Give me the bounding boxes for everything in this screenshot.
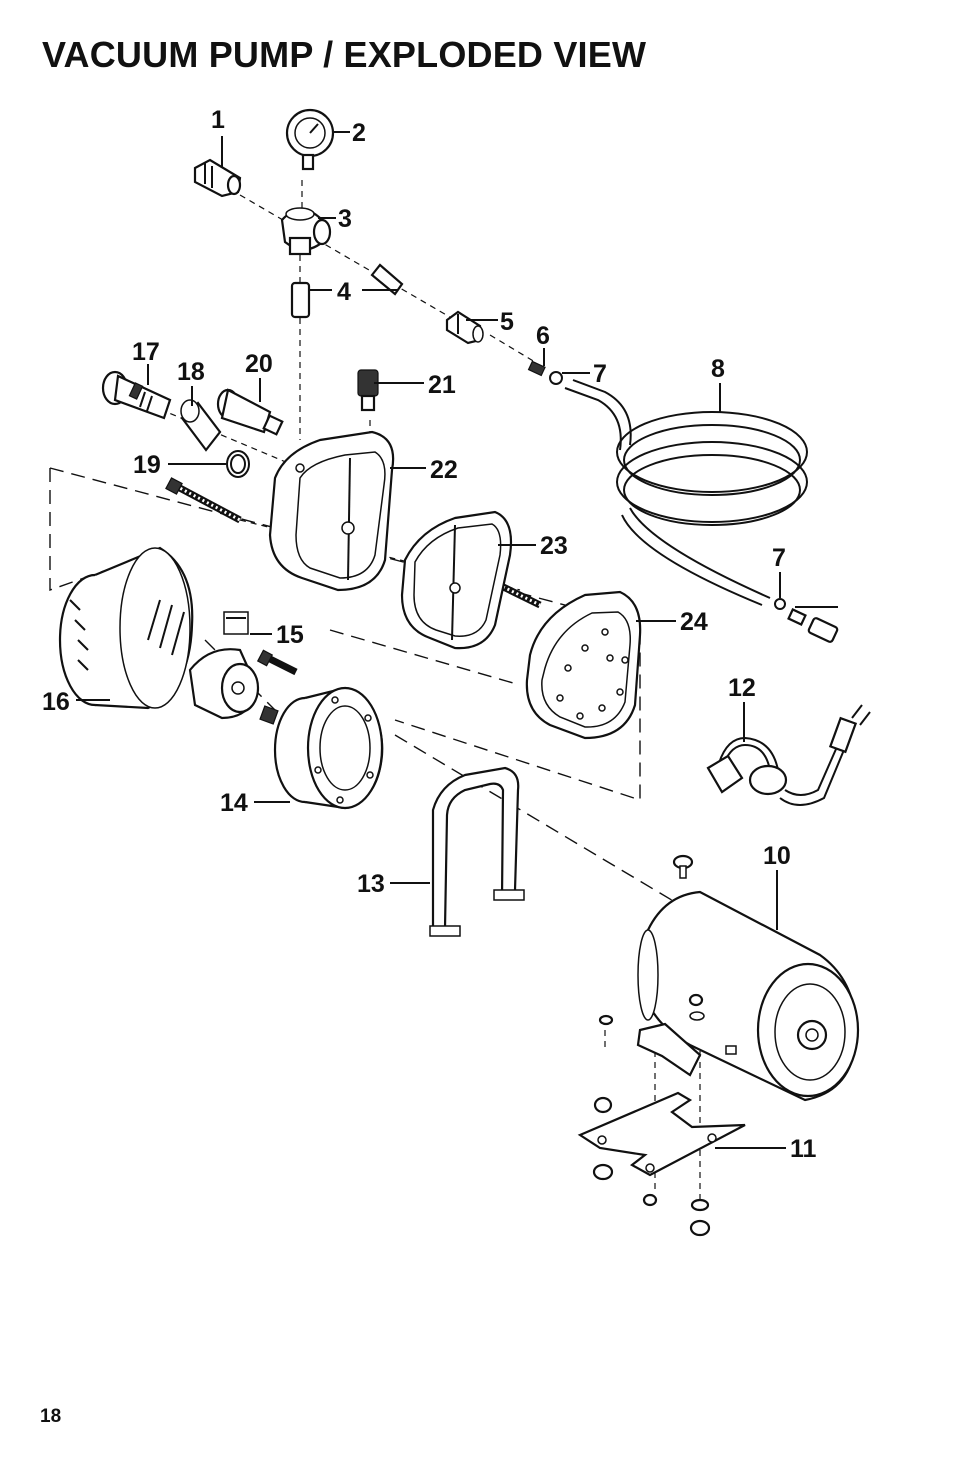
part-12-power-cord <box>706 704 871 806</box>
callout-8: 8 <box>711 355 725 383</box>
callout-3: 3 <box>338 205 352 233</box>
page-number: 18 <box>40 1406 62 1427</box>
part-15-key <box>223 611 249 635</box>
part-8-coiled-hose <box>564 379 839 643</box>
callout-21: 21 <box>428 371 456 399</box>
callout-14: 14 <box>220 789 248 817</box>
callout-10: 10 <box>763 842 791 870</box>
part-5-fitting <box>445 310 484 345</box>
callout-11: 11 <box>790 1135 817 1163</box>
part-11-base-plate <box>577 1091 746 1237</box>
part-4-tubes <box>290 263 404 319</box>
part-6-7-fittings <box>527 360 563 385</box>
part-14-flange <box>273 686 384 810</box>
part-3-tee <box>280 207 332 256</box>
part-10-motor <box>598 854 860 1102</box>
part-13-handle <box>429 766 525 937</box>
callout-7-lower: 7 <box>772 544 786 572</box>
callout-1: 1 <box>211 106 225 134</box>
callout-13: 13 <box>357 870 385 898</box>
page-title: VACUUM PUMP / EXPLODED VIEW <box>42 34 647 75</box>
part-16-slotted-guard <box>58 546 194 710</box>
part-19-o-ring <box>226 450 250 478</box>
callout-22: 22 <box>430 456 458 484</box>
part-24-end-cover <box>525 590 642 740</box>
callout-24: 24 <box>680 608 708 636</box>
part-22-pump-housing <box>268 430 395 592</box>
part-17-valve <box>101 370 172 420</box>
part-18-cylinder <box>180 399 222 452</box>
part-2-gauge <box>285 108 335 171</box>
callout-6: 6 <box>536 322 550 350</box>
part-20-filter <box>216 388 284 436</box>
callout-2: 2 <box>352 119 366 147</box>
callout-5: 5 <box>500 308 514 336</box>
callout-17: 17 <box>132 338 160 366</box>
callout-19: 19 <box>133 451 161 479</box>
callout-labels: 1 2 3 4 5 6 7 8 7 17 18 20 19 21 22 23 2… <box>42 106 817 1163</box>
leader-lines <box>76 131 838 1149</box>
part-21-breather <box>357 369 379 412</box>
callout-18: 18 <box>177 358 205 386</box>
callout-16: 16 <box>42 688 70 716</box>
callout-15: 15 <box>276 621 304 649</box>
part-23-gasket <box>400 510 513 650</box>
rotor <box>188 648 279 725</box>
callout-23: 23 <box>540 532 568 560</box>
callout-20: 20 <box>245 350 273 378</box>
callout-4: 4 <box>337 278 351 306</box>
part-1-fitting <box>193 158 242 198</box>
callout-7-top: 7 <box>593 360 607 388</box>
callout-12: 12 <box>728 674 756 702</box>
